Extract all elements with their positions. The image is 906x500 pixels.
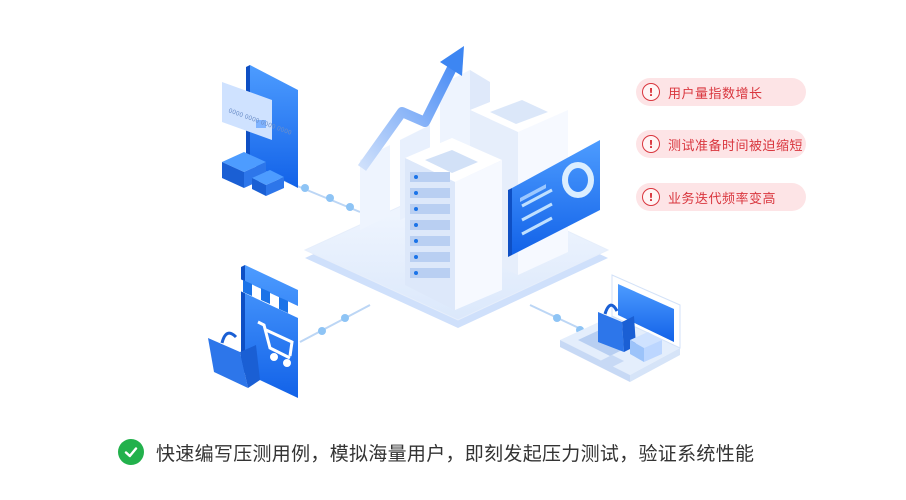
- warning-icon: !: [642, 83, 660, 101]
- laptop-icon: [560, 274, 681, 382]
- alert-user-growth: ! 用户量指数增长: [636, 78, 806, 106]
- front-server: [405, 138, 502, 310]
- donut-chart-icon: [562, 162, 594, 198]
- warning-icon: !: [642, 188, 660, 206]
- alert-text: 测试准备时间被迫缩短: [668, 138, 804, 154]
- warning-icon: !: [642, 135, 660, 153]
- shopping-bag-icon: [208, 331, 260, 388]
- alert-text: 用户量指数增长: [668, 86, 763, 102]
- alert-test-time: ! 测试准备时间被迫缩短: [636, 130, 806, 158]
- arrow-head-icon: [440, 46, 464, 76]
- connector-dots: [301, 184, 584, 335]
- shop-phone-icon: [208, 265, 298, 398]
- alert-text: 业务迭代频率变高: [668, 191, 777, 207]
- shopping-cart-icon: [257, 320, 294, 367]
- dashboard-panel: [508, 140, 600, 257]
- alert-iteration-frequency: ! 业务迭代频率变高: [636, 183, 806, 211]
- phone-card-icon: 0000 0000 0000 0000: [222, 65, 298, 196]
- awning-icon: [238, 278, 298, 318]
- check-circle-icon: [118, 439, 144, 465]
- laptop-bag-icon: [598, 303, 662, 362]
- caption-text: 快速编写压测用例，模拟海量用户，即刻发起压力测试，验证系统性能: [156, 442, 755, 465]
- caption: 快速编写压测用例，模拟海量用户，即刻发起压力测试，验证系统性能: [118, 437, 754, 467]
